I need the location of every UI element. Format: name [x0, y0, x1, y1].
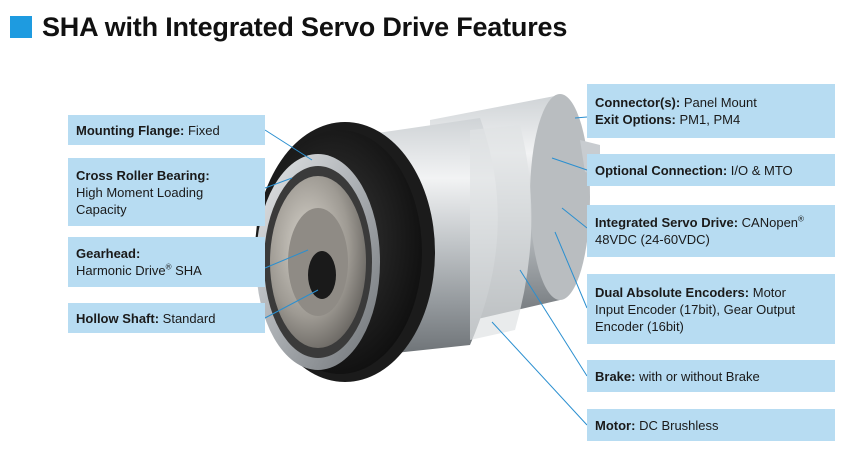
- callout-label: Optional Connection:: [595, 162, 728, 178]
- callout-value: Fixed: [187, 122, 220, 138]
- callout-dual-absolute-encoders: Dual Absolute Encoders: Motor Input Enco…: [587, 274, 835, 344]
- callout-optional-connection: Optional Connection: I/O & MTO: [587, 154, 835, 186]
- leader-lines: [264, 116, 588, 426]
- callout-integrated-servo-drive: Integrated Servo Drive: CANopen® 48VDC (…: [587, 205, 835, 257]
- callout-label: Motor:: [595, 417, 636, 433]
- callout-value: DC Brushless: [639, 417, 719, 433]
- callout-label: Cross Roller Bearing:: [76, 167, 210, 183]
- callout-value: Harmonic Drive: [76, 263, 166, 278]
- callout-value: PM1, PM4: [679, 112, 741, 127]
- callout-value: with or without Brake: [639, 368, 760, 384]
- callout-brake: Brake: with or without Brake: [587, 360, 835, 392]
- callout-motor: Motor: DC Brushless: [587, 409, 835, 441]
- callout-connectors: Connector(s): Panel Mount Exit Options: …: [587, 84, 835, 138]
- callout-label: Brake:: [595, 368, 636, 384]
- callout-value: I/O & MTO: [730, 162, 793, 178]
- callout-value: CANopen: [741, 215, 799, 230]
- callout-mounting-flange: Mounting Flange: Fixed: [68, 115, 265, 145]
- callout-value: 48VDC (24-60VDC): [595, 232, 710, 247]
- callout-value: SHA: [175, 263, 202, 278]
- callout-label: Integrated Servo Drive:: [595, 215, 739, 230]
- registered-mark: ®: [798, 214, 804, 224]
- callout-label: Hollow Shaft:: [76, 310, 160, 326]
- callout-value: Motor: [752, 284, 786, 300]
- callout-label: Dual Absolute Encoders:: [595, 284, 750, 300]
- callout-hollow-shaft: Hollow Shaft: Standard: [68, 303, 265, 333]
- registered-mark: ®: [165, 262, 172, 272]
- callout-value: High Moment Loading: [76, 184, 204, 200]
- title-text: SHA with Integrated Servo Drive Features: [42, 11, 568, 42]
- callout-value: Encoder (16bit): [595, 318, 684, 334]
- callout-label: Connector(s):: [595, 95, 681, 110]
- callout-label: Gearhead:: [76, 246, 141, 261]
- title-square-icon: [10, 16, 32, 38]
- callout-value: Capacity: [76, 201, 127, 217]
- callout-value: Input Encoder (17bit), Gear Output: [595, 301, 796, 317]
- callout-cross-roller-bearing: Cross Roller Bearing: High Moment Loadin…: [68, 158, 265, 226]
- callout-value: Standard: [162, 310, 216, 326]
- page-title: SHA with Integrated Servo Drive Features: [10, 12, 567, 42]
- callout-label: Mounting Flange:: [76, 122, 185, 138]
- output-flange: [256, 154, 380, 370]
- callout-label: Exit Options:: [595, 112, 676, 127]
- callout-value: Panel Mount: [683, 95, 757, 110]
- callout-gearhead: Gearhead: Harmonic Drive® SHA: [68, 237, 265, 287]
